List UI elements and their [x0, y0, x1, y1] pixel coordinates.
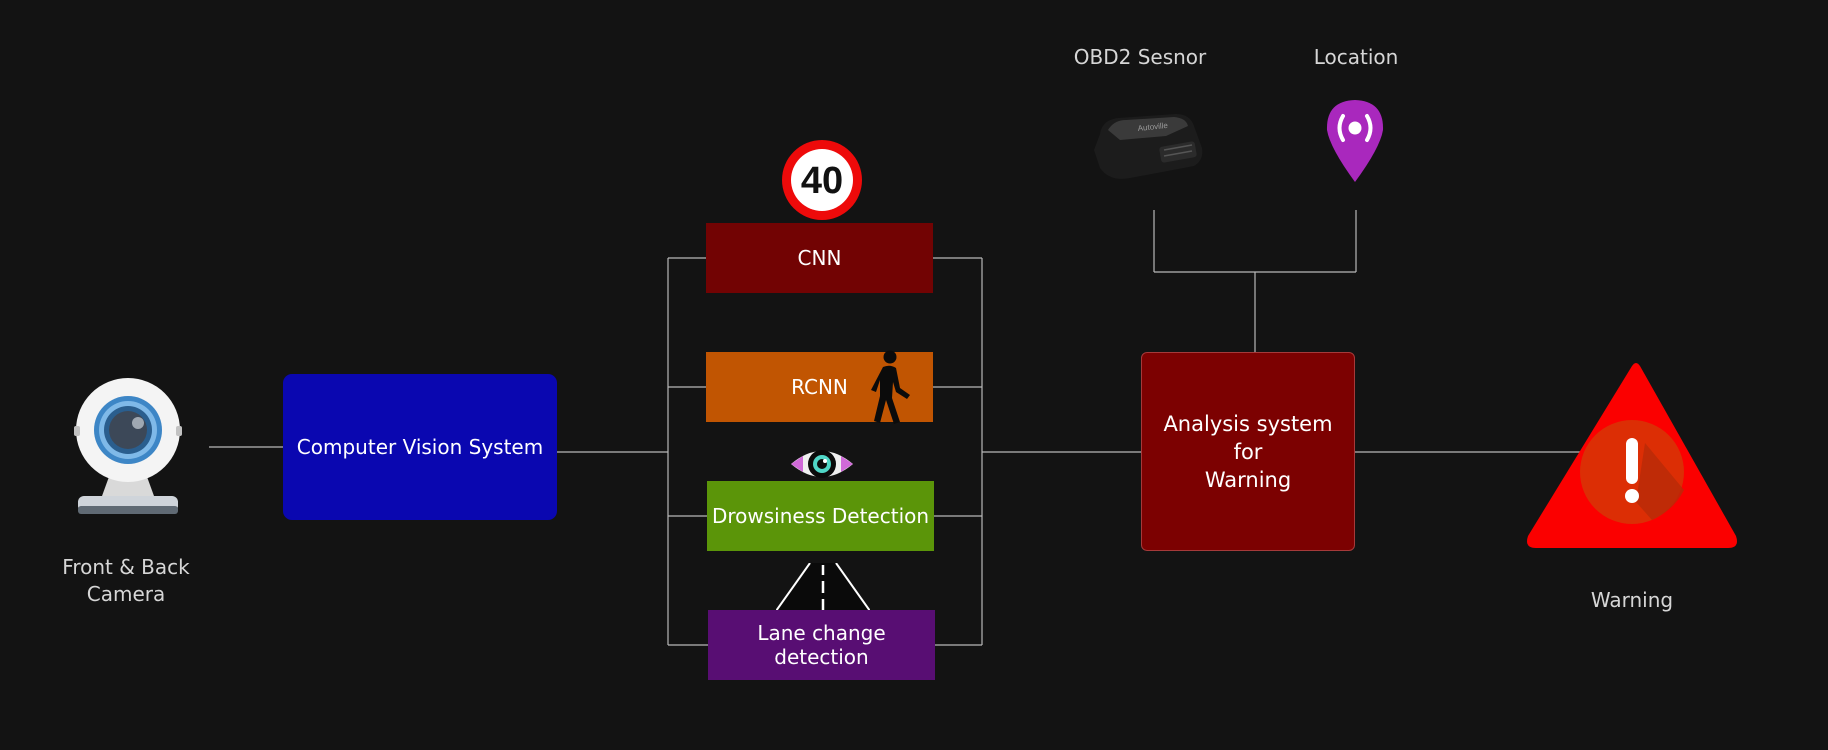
analysis-system-label: Analysis system for Warning	[1163, 411, 1333, 492]
analysis-system-box: Analysis system for Warning	[1141, 352, 1355, 551]
location-label: Location	[1313, 45, 1399, 69]
computer-vision-system-label: Computer Vision System	[296, 435, 544, 459]
computer-vision-system-box: Computer Vision System	[283, 374, 557, 520]
lane-change-detection-label: Lane change detection	[757, 621, 886, 669]
cnn-label: CNN	[797, 246, 842, 270]
location-pin-icon	[1326, 100, 1384, 182]
warning-label: Warning	[1590, 588, 1674, 612]
webcam-icon	[72, 378, 184, 516]
obd2-device-text: Autoville	[1137, 121, 1169, 133]
eye-icon	[789, 446, 855, 482]
warning-triangle-icon	[1524, 360, 1740, 550]
speed-limit-sign-icon: 40	[782, 140, 862, 220]
obd2-sensor-label: OBD2 Sesnor	[1073, 45, 1207, 69]
road-icon	[776, 563, 870, 611]
obd2-device-icon: Autoville	[1090, 110, 1206, 186]
speed-limit-value: 40	[801, 160, 843, 202]
drowsiness-detection-label: Drowsiness Detection	[711, 504, 930, 528]
camera-label: Front & Back Camera	[62, 555, 190, 606]
lane-change-detection-box: Lane change detection	[708, 610, 935, 680]
cnn-box: CNN	[706, 223, 933, 293]
rcnn-label: RCNN	[791, 375, 848, 399]
pedestrian-icon	[870, 350, 914, 425]
drowsiness-detection-box: Drowsiness Detection	[707, 481, 934, 551]
